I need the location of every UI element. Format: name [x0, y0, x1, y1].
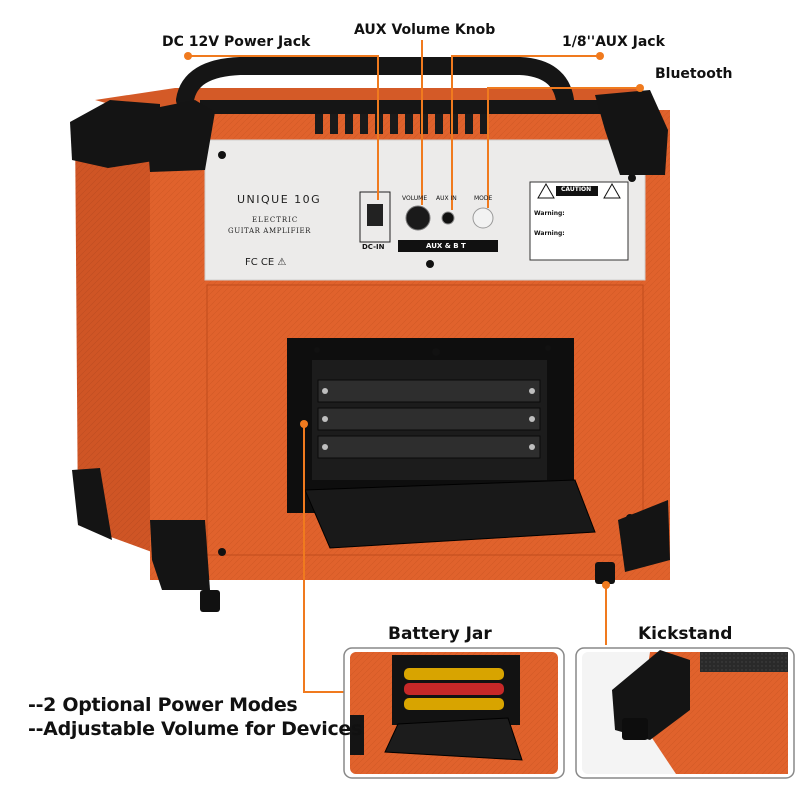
dc-power-jack-label: DC 12V Power Jack	[162, 34, 311, 50]
bluetooth-label: Bluetooth	[655, 66, 733, 82]
feature-adjustable-volume: --Adjustable Volume for Devices	[28, 718, 363, 740]
battery-inset	[343, 647, 565, 779]
aux-volume-knob-label: AUX Volume Knob	[354, 22, 496, 38]
aux-volume-knob[interactable]	[405, 205, 431, 231]
panel-subtitle-2: GUITAR AMPLIFIER	[228, 227, 312, 235]
battery-jar-title: Battery Jar	[388, 624, 492, 644]
aux-jack[interactable]	[441, 211, 455, 225]
warning-label-1: Warning:	[534, 210, 565, 217]
feature-power-modes: --2 Optional Power Modes	[28, 694, 298, 716]
aux-jack-label: 1/8''AUX Jack	[562, 34, 665, 50]
bluetooth-mode-button[interactable]	[472, 207, 494, 229]
leader-lines	[188, 40, 640, 693]
mode-label: MODE	[474, 195, 493, 202]
kickstand-title: Kickstand	[638, 624, 733, 644]
panel-model-name: UNIQUE 10G	[237, 193, 322, 206]
kickstand-inset	[575, 647, 795, 779]
aux-bt-label: AUX & B T	[426, 242, 466, 250]
panel-subtitle-1: ELECTRIC	[252, 216, 299, 224]
panel-controls	[359, 181, 629, 261]
aux-in-label: AUX IN	[436, 195, 457, 202]
caution-title: CAUTION	[561, 186, 592, 193]
cert-marks: FC CE ⚠	[245, 257, 287, 268]
warning-label-2: Warning:	[534, 230, 565, 237]
volume-label: VOLUME	[402, 195, 428, 202]
amplifier-body	[70, 57, 670, 612]
dc-in-label: DC-IN	[362, 243, 385, 251]
